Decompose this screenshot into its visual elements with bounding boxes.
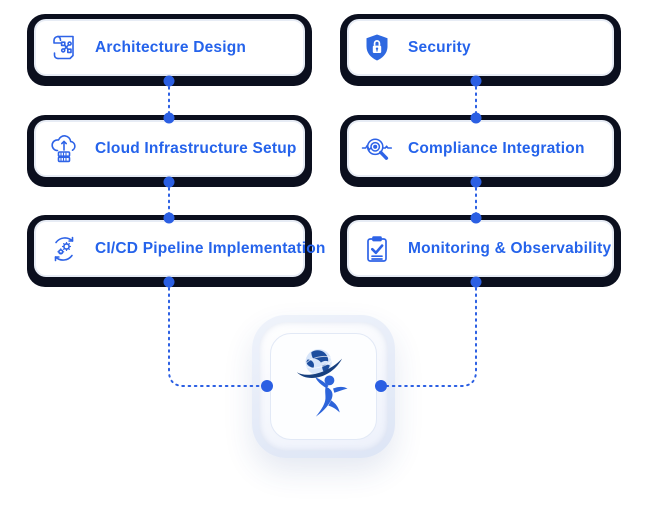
node-architecture-design[interactable]: Architecture Design [27, 14, 312, 84]
node-label: Security [408, 38, 471, 56]
cicd-gears-icon [48, 233, 80, 265]
node-cloud-infrastructure-setup[interactable]: Cloud Infrastructure Setup [27, 115, 312, 185]
hub-panel [270, 333, 377, 440]
node-card: Compliance Integration [347, 120, 614, 177]
node-card: Security [347, 19, 614, 76]
connector-monitoring-hub [380, 281, 477, 387]
cloud-server-icon [48, 133, 80, 165]
node-card: CI/CD Pipeline Implementation [34, 220, 325, 277]
node-monitoring-observability[interactable]: Monitoring & Observability [340, 215, 621, 285]
clipboard-check-icon [361, 233, 393, 265]
shield-lock-icon [361, 32, 393, 64]
node-label: Architecture Design [95, 38, 247, 56]
globe-figure-logo [295, 345, 353, 428]
hub-logo-tile [252, 315, 395, 458]
node-compliance-integration[interactable]: Compliance Integration [340, 115, 621, 185]
blueprint-icon [48, 32, 80, 64]
node-card: Cloud Infrastructure Setup [34, 120, 305, 177]
node-label: Cloud Infrastructure Setup [95, 139, 297, 157]
node-card: Architecture Design [34, 19, 305, 76]
node-cicd-pipeline-implementation[interactable]: CI/CD Pipeline Implementation [27, 215, 325, 285]
node-label: CI/CD Pipeline Implementation [95, 239, 326, 257]
node-security[interactable]: Security [340, 14, 621, 84]
hub-inner-ring [259, 322, 388, 451]
compliance-scan-icon [361, 133, 393, 165]
node-label: Compliance Integration [408, 139, 585, 157]
node-card: Monitoring & Observability [347, 220, 614, 277]
node-label: Monitoring & Observability [408, 239, 612, 257]
